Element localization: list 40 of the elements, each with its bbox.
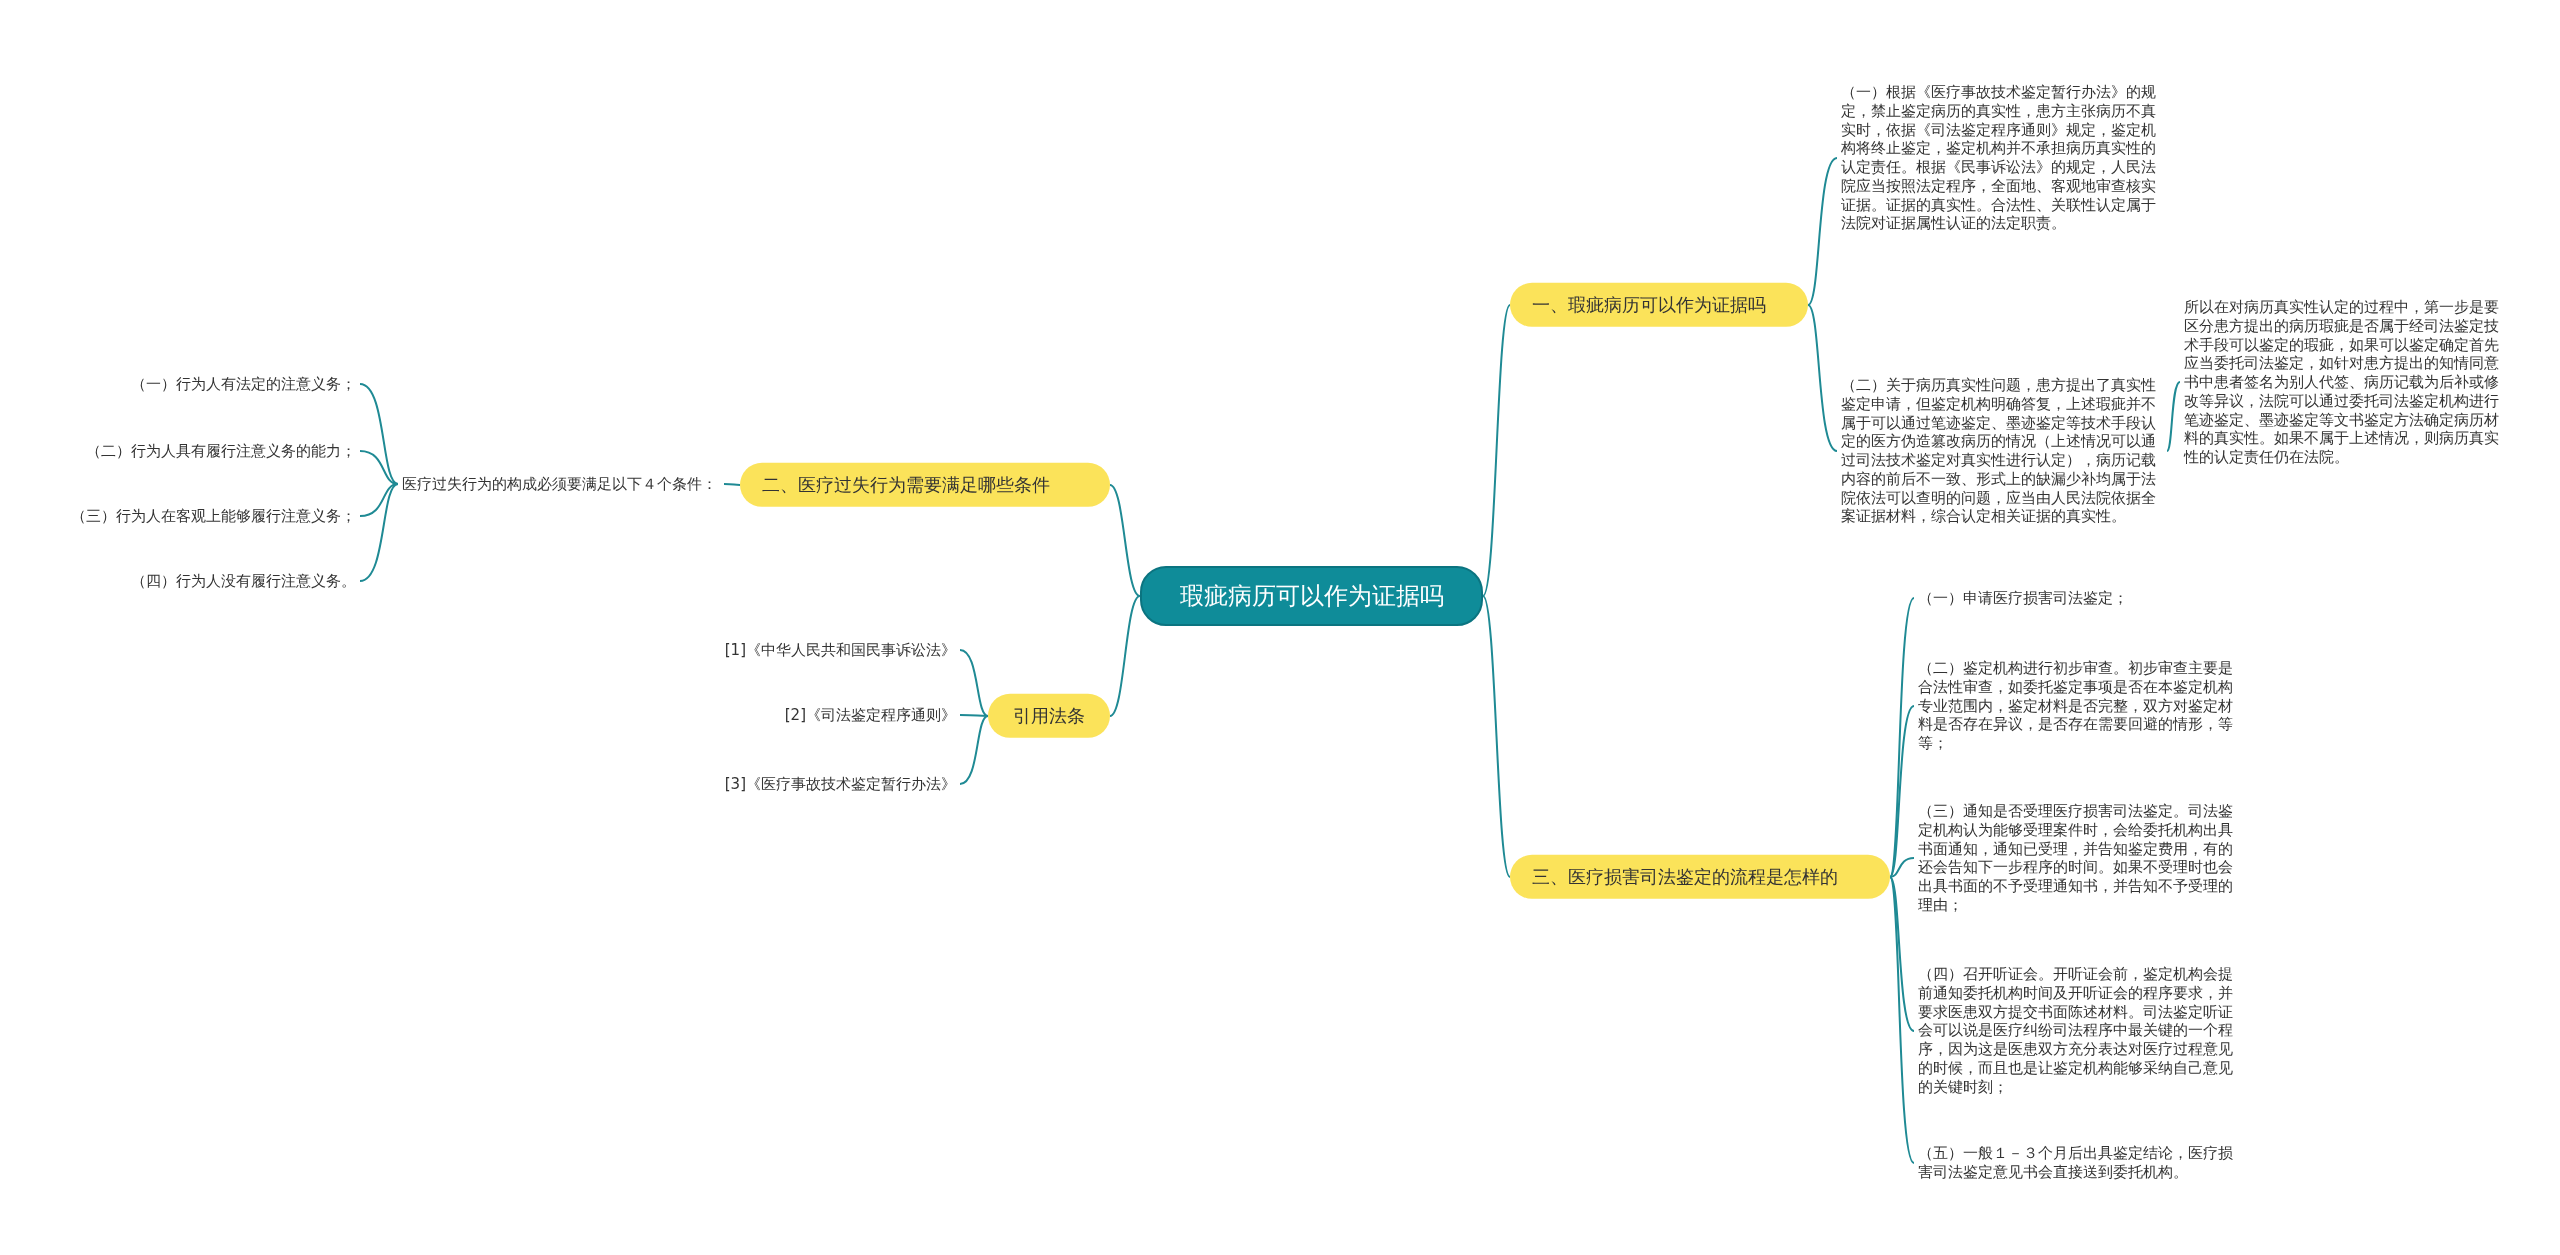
connector-line bbox=[1807, 304, 1838, 452]
connector-line bbox=[1889, 705, 1915, 878]
topic-bubble: 引用法条 bbox=[988, 693, 1110, 739]
connector-line bbox=[959, 649, 989, 717]
connector-line bbox=[1482, 595, 1511, 878]
connector-line bbox=[1807, 157, 1838, 306]
topic-text: [1]《中华人民共和国民事诉讼法》 bbox=[600, 638, 960, 662]
topic-text: [2]《司法鉴定程序通则》 bbox=[600, 703, 960, 727]
connector-line bbox=[359, 383, 399, 485]
topic-bubble: 二、医疗过失行为需要满足哪些条件 bbox=[740, 462, 1110, 508]
connector-line bbox=[359, 483, 399, 517]
topic-text: 所以在对病历真实性认定的过程中，第一步是要区分患方提出的病历瑕疵是否属于经司法鉴定技术手段可以鉴定的瑕疵，如果可以鉴定确定首先应当委托司法鉴定，如针对患方提出的知情同意书中患者签名为别人代签、病历记载为后补或修改等异议，法院可以通过委托司法鉴定机构进行笔迹鉴定、墨迹鉴定等文书鉴定方法确定病历材料的真实性。如果不属于上述情况，则病历真实性的认定责任仍在法院。 bbox=[2180, 295, 2510, 469]
connector-line bbox=[1482, 304, 1511, 597]
topic-text: 医疗过失行为的构成必须要满足以下４个条件： bbox=[398, 472, 724, 496]
topic-text: （五）一般１－３个月后出具鉴定结论，医疗损害司法鉴定意见书会直接送到委托机构。 bbox=[1914, 1142, 2244, 1184]
connector-line bbox=[959, 715, 989, 785]
topic-text: （二）行为人具有履行注意义务的能力； bbox=[40, 439, 360, 463]
topic-text: （三）通知是否受理医疗损害司法鉴定。司法鉴定机构认为能够受理案件时，会给委托机构出具书面通知，通知已受理，并告知鉴定费用，有的还会告知下一步程序的时间。如果不受理时也会出具书面的不予受理通知书，并告知不予受理的理由； bbox=[1914, 799, 2244, 917]
connector-line bbox=[2166, 381, 2181, 452]
central-topic: 瑕疵病历可以作为证据吗 bbox=[1140, 566, 1483, 626]
topic-text: （一）申请医疗损害司法鉴定； bbox=[1914, 586, 2244, 610]
connector-line bbox=[359, 483, 399, 582]
topic-bubble: 一、瑕疵病历可以作为证据吗 bbox=[1510, 282, 1808, 328]
connector-line bbox=[959, 714, 989, 717]
connector-line bbox=[1889, 876, 1915, 1164]
topic-text: （二）鉴定机构进行初步审查。初步审查主要是合法性审查，如委托鉴定事项是否在本鉴定机构专业范围内，鉴定材料是否完整，双方对鉴定材料是否存在异议，是否存在需要回避的情形，等等； bbox=[1914, 657, 2244, 755]
topic-text: （四）行为人没有履行注意义务。 bbox=[40, 569, 360, 593]
topic-bubble: 三、医疗损害司法鉴定的流程是怎样的 bbox=[1510, 854, 1890, 900]
connector-line bbox=[1889, 597, 1915, 878]
topic-text: [3]《医疗事故技术鉴定暂行办法》 bbox=[600, 772, 960, 796]
topic-text: （四）召开听证会。开听证会前，鉴定机构会提前通知委托机构时间及开听证会的程序要求，并要求医患双方提交书面陈述材料。司法鉴定听证会可以说是医疗纠纷司法程序中最关键的一个程序，因为这是医患双方充分表达对医疗过程意见的时候，而且也是让鉴定机构能够采纳自己意见的关键时刻； bbox=[1914, 963, 2244, 1099]
connector-line bbox=[1889, 857, 1915, 878]
connector-line bbox=[723, 483, 741, 486]
connector-line bbox=[1889, 876, 1915, 1032]
connector-line bbox=[1109, 595, 1141, 717]
topic-text: （二）关于病历真实性问题，患方提出了真实性鉴定申请，但鉴定机构明确答复，上述瑕疵并不属于可以通过笔迹鉴定、墨迹鉴定等技术手段认定的医方伪造篡改病历的情况（上述情况可以通过司法技术鉴定对真实性进行认定），病历记载内容的前后不一致、形式上的缺漏少补均属于法院依法可以查明的问题，应当由人民法院依据全案证据材料，综合认定相关证据的真实性。 bbox=[1837, 374, 2167, 528]
connector-line bbox=[1109, 484, 1141, 597]
topic-text: （三）行为人在客观上能够履行注意义务； bbox=[40, 504, 360, 528]
topic-text: （一）根据《医疗事故技术鉴定暂行办法》的规定，禁止鉴定病历的真实性，患方主张病历不真实时，依据《司法鉴定程序通则》规定，鉴定机构将终止鉴定，鉴定机构并不承担病历真实性的认定责任。根据《民事诉讼法》的规定，人民法院应当按照法定程序，全面地、客观地审查核实证据。证据的真实性。合法性、关联性认定属于法院对证据属性认证的法定职责。 bbox=[1837, 81, 2167, 235]
topic-text: （一）行为人有法定的注意义务； bbox=[40, 372, 360, 396]
